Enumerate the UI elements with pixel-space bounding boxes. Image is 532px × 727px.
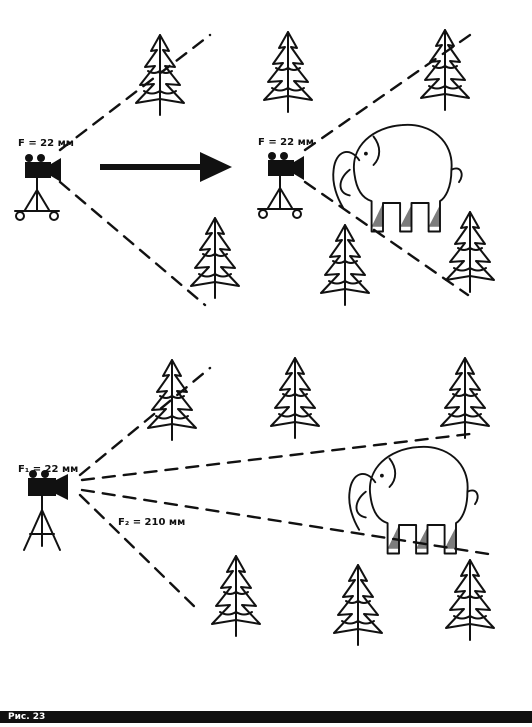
tree-icon	[211, 555, 261, 637]
mammoth-illustration	[348, 445, 479, 555]
top-panel: F = 22 мм F = 22 мм	[14, 29, 495, 307]
wide-lens-upper-ray	[78, 366, 212, 477]
camera-dolly-icon	[257, 151, 305, 219]
right-camera-focal-label: F = 22 мм	[258, 137, 314, 148]
caption-bar	[0, 711, 532, 723]
left-camera-focal-label: F = 22 мм	[18, 138, 74, 149]
tree-icon	[333, 564, 383, 646]
right-camera-upper-ray	[303, 33, 472, 152]
camera-dolly-icon	[14, 153, 62, 221]
camera-tripod-icon	[23, 469, 69, 551]
tree-icon	[445, 211, 495, 293]
mammoth-illustration	[332, 123, 463, 233]
wide-lens-focal-label: F₁ = 22 мм	[18, 464, 78, 475]
tree-icon	[147, 359, 197, 441]
tele-lens-upper-ray	[80, 431, 480, 482]
tree-icon	[263, 31, 313, 113]
tree-icon	[190, 217, 240, 299]
bottom-panel: F₁ = 22 мм F₂ = 210 мм	[18, 357, 497, 646]
tree-icon	[135, 34, 185, 116]
wide-lens-lower-ray	[78, 493, 202, 614]
left-camera-lower-ray	[58, 180, 207, 307]
figure-caption: Рис. 23	[8, 712, 46, 722]
dolly-movement-arrow	[100, 152, 232, 182]
tele-lens-focal-label: F₂ = 210 мм	[118, 517, 185, 528]
tree-icon	[445, 559, 495, 641]
left-camera-upper-ray	[58, 33, 212, 152]
right-camera-lower-ray	[303, 180, 470, 297]
tree-icon	[320, 224, 370, 306]
tree-icon	[440, 357, 490, 439]
tree-icon	[270, 357, 320, 439]
